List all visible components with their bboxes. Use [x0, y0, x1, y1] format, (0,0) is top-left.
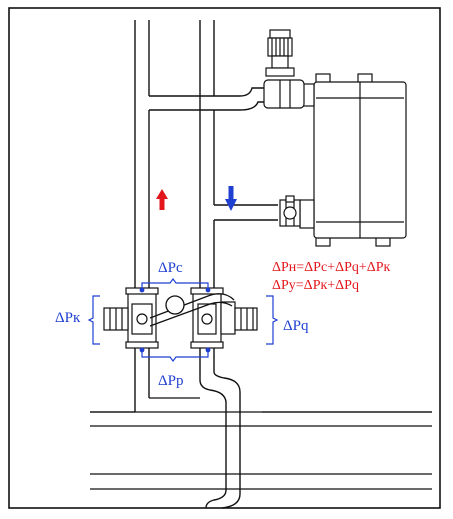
thermostatic-valve	[263, 29, 305, 109]
radiator	[299, 73, 407, 247]
return-pipe-bend	[199, 360, 241, 509]
impulse-tube	[149, 293, 235, 327]
arrow-down-icon	[225, 186, 237, 211]
supply-riser	[134, 20, 150, 412]
equation-line-2: ΔPу=ΔPк+ΔPq	[272, 278, 359, 293]
dimension-brackets	[87, 278, 279, 362]
label-dp-q: ΔPq	[283, 318, 309, 334]
radiator-return-pipe	[214, 204, 278, 221]
dimension-points	[139, 287, 211, 353]
radiator-supply-pipe	[149, 87, 268, 111]
supply-balancing-valve	[103, 287, 159, 349]
arrow-up-icon	[156, 189, 168, 210]
return-pressure-regulator	[190, 287, 258, 349]
label-dp-c: ΔPc	[158, 260, 183, 276]
label-dp-k: ΔPк	[55, 310, 81, 326]
equation-line-1: ΔPн=ΔPc+ΔPq+ΔPк	[272, 260, 391, 275]
label-dp-p: ΔPp	[158, 373, 184, 389]
return-ball-valve	[279, 195, 301, 227]
floor-lines	[90, 397, 432, 490]
